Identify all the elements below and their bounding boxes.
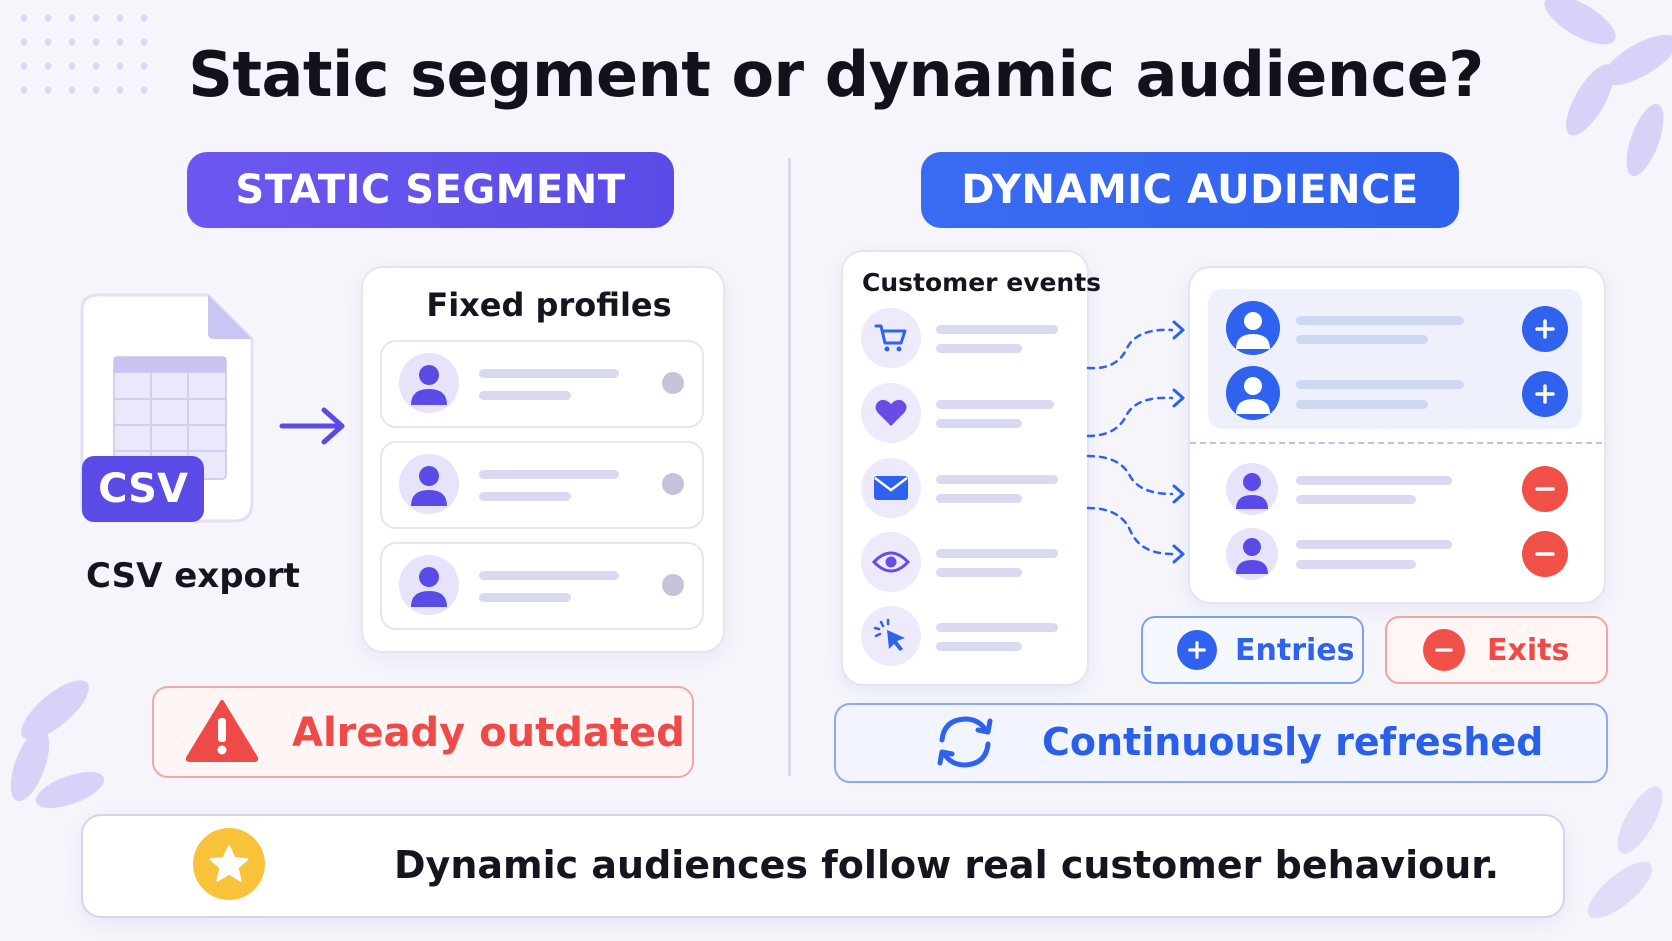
placeholder-line	[479, 369, 619, 378]
add-member-button[interactable]	[1522, 371, 1568, 417]
plus-icon	[1535, 319, 1555, 339]
warning-triangle-icon	[186, 700, 258, 762]
placeholder-line	[936, 475, 1058, 484]
refresh-banner	[834, 703, 1608, 783]
remove-member-button[interactable]	[1522, 466, 1568, 512]
dynamic-audience-header: DYNAMIC AUDIENCE	[921, 152, 1459, 228]
placeholder-line	[1296, 316, 1464, 325]
placeholder-line	[1296, 380, 1464, 389]
leaf-decoration-top-right	[1544, 0, 1672, 177]
center-divider	[788, 158, 791, 776]
user-icon	[1236, 377, 1270, 414]
star-icon	[193, 828, 265, 900]
placeholder-line	[936, 325, 1058, 334]
outdated-warning-text: Already outdated	[292, 710, 685, 756]
placeholder-line	[936, 344, 1022, 353]
placeholder-line	[1296, 495, 1416, 504]
refresh-icon	[937, 716, 993, 768]
avatar	[1226, 301, 1280, 355]
takeaway-banner	[81, 814, 1565, 918]
placeholder-line	[936, 419, 1022, 428]
placeholder-line	[936, 400, 1054, 409]
click-icon	[861, 606, 921, 666]
avatar	[399, 555, 459, 615]
user-icon	[1236, 312, 1270, 349]
status-dot	[662, 473, 684, 495]
remove-member-button[interactable]	[1522, 531, 1568, 577]
placeholder-line	[1296, 560, 1416, 569]
fixed-profiles-title: Fixed profiles	[426, 286, 672, 324]
avatar	[1226, 528, 1278, 580]
user-icon	[1236, 473, 1268, 509]
placeholder-line	[1296, 400, 1428, 409]
profile-row	[380, 542, 704, 630]
avatar	[399, 454, 459, 514]
minus-icon	[1535, 552, 1555, 556]
event-flow-arrows	[1086, 320, 1185, 564]
placeholder-line	[479, 571, 619, 580]
user-icon	[411, 466, 447, 506]
user-icon	[411, 567, 447, 607]
entries-legend: Entries	[1141, 616, 1364, 684]
plus-icon	[1177, 630, 1217, 670]
static-segment-header: STATIC SEGMENT	[187, 152, 674, 228]
plus-icon	[1535, 384, 1555, 404]
minus-icon	[1423, 629, 1465, 671]
placeholder-line	[936, 549, 1058, 558]
status-dot	[662, 574, 684, 596]
placeholder-line	[936, 642, 1022, 651]
page-title: Static segment or dynamic audience?	[188, 38, 1484, 111]
takeaway-text: Dynamic audiences follow real customer b…	[394, 843, 1500, 887]
csv-badge: CSV	[82, 456, 204, 522]
placeholder-line	[936, 568, 1022, 577]
avatar	[399, 353, 459, 413]
customer-events-title: Customer events	[862, 268, 1102, 297]
refresh-label: Continuously refreshed	[1042, 720, 1544, 764]
add-member-button[interactable]	[1522, 306, 1568, 352]
exits-legend: Exits	[1385, 616, 1608, 684]
placeholder-line	[1296, 540, 1452, 549]
avatar	[1226, 366, 1280, 420]
cart-icon	[861, 308, 921, 368]
mail-icon	[861, 458, 921, 518]
arrow-right-icon	[279, 407, 345, 445]
placeholder-line	[479, 391, 571, 400]
placeholder-line	[1296, 335, 1428, 344]
profile-row	[380, 340, 704, 428]
user-icon	[411, 365, 447, 405]
user-icon	[1236, 538, 1268, 574]
csv-badge-text: CSV	[98, 466, 188, 512]
csv-export-label: CSV export	[86, 556, 300, 596]
placeholder-line	[479, 492, 571, 501]
leaf-decoration-bottom-left	[10, 680, 105, 809]
minus-icon	[1535, 487, 1555, 491]
entries-exits-separator	[1190, 442, 1602, 444]
placeholder-line	[479, 593, 571, 602]
leaf-decoration-bottom-right	[1587, 786, 1663, 919]
heart-icon	[861, 383, 921, 443]
entries-label: Entries	[1235, 632, 1355, 668]
status-dot	[662, 372, 684, 394]
dot-grid-decoration	[20, 14, 148, 94]
placeholder-line	[936, 623, 1058, 632]
placeholder-line	[936, 494, 1022, 503]
eye-icon	[861, 532, 921, 592]
placeholder-line	[479, 470, 619, 479]
profile-row	[380, 441, 704, 529]
avatar	[1226, 463, 1278, 515]
placeholder-line	[1296, 476, 1452, 485]
exits-label: Exits	[1487, 632, 1570, 668]
